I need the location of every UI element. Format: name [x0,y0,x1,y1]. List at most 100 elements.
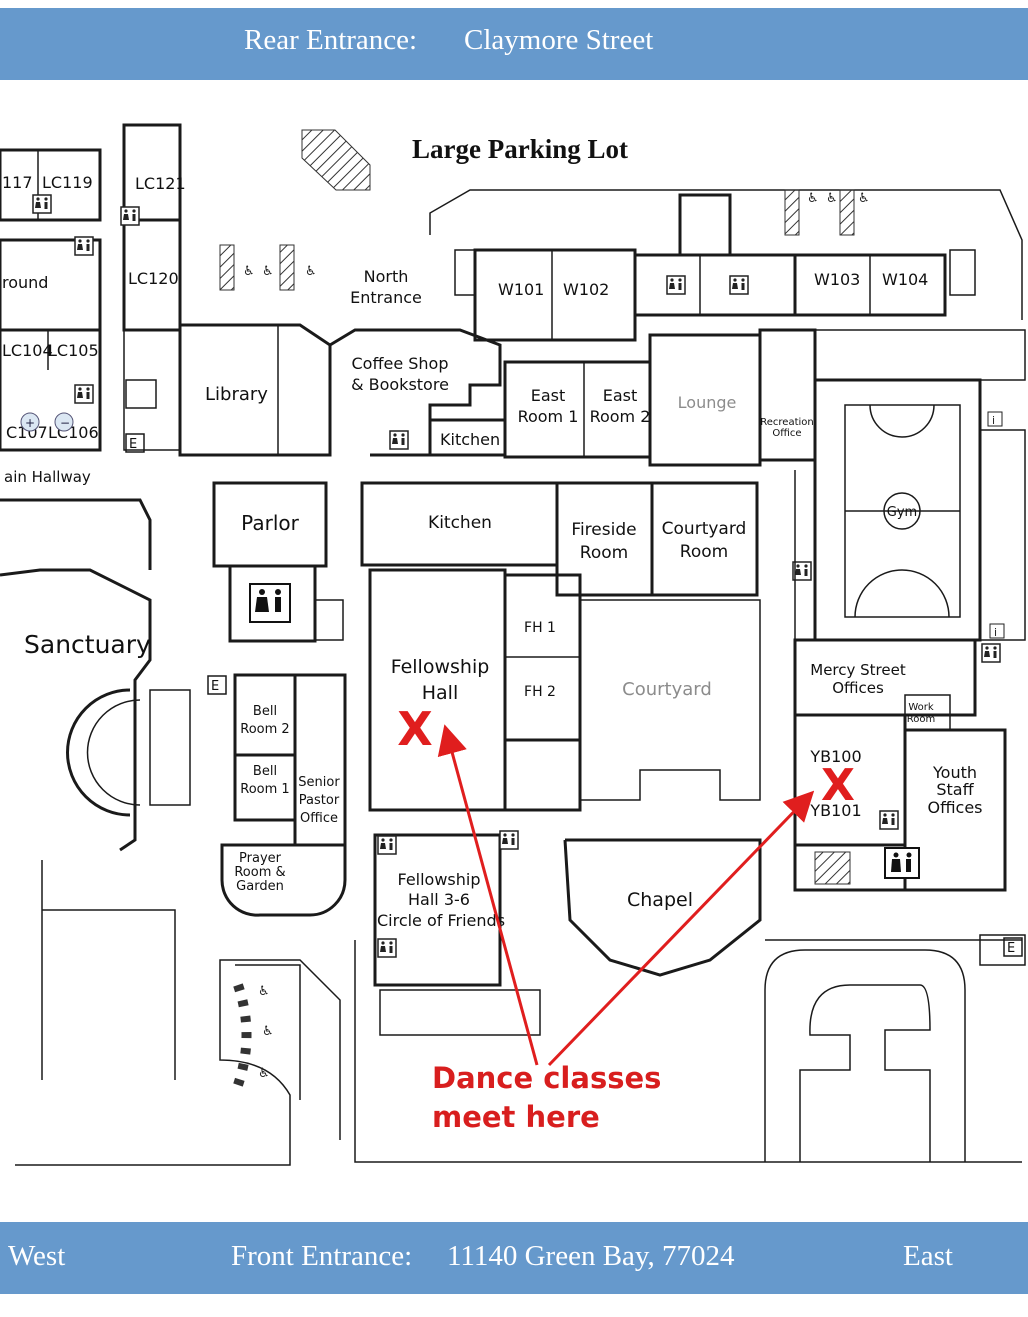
restroom-icon [377,835,397,855]
south-central-block: Fellowship Hall 3-6 Circle of Friends Ch… [373,830,762,1036]
restroom-icon [377,938,397,958]
room-lc119: LC119 [42,173,93,192]
svg-text:♿: ♿ [305,264,317,279]
room-kitchen-main: Kitchen [428,513,492,533]
fellowship-hall-label-2: Hall [422,682,459,704]
room-kitchen-north: Kitchen [440,430,500,449]
rear-entrance-street: Claymore Street [464,24,654,56]
room-w101: W101 [498,280,544,299]
sanctuary: Sanctuary E [0,498,227,1080]
yb-room-x-marker: X [821,760,855,811]
dance-class-markers: X X Dance classes meet here [397,702,855,1134]
arrow-to-fellowship-hall [437,724,539,1066]
room-w102: W102 [563,280,609,299]
courtyard-label: Courtyard [622,679,712,700]
north-central-block: Library North Entrance Coffee Shop & Boo… [178,267,507,457]
restroom-icon [74,384,94,404]
arrow-to-yb-rooms [547,790,815,1067]
mercy-youth-block: Mercy Street Offices Work Room YB100 YB1… [793,638,1026,966]
youth-staff-label-2: Staff [936,780,974,799]
svg-text:♿: ♿ [262,264,274,279]
parking-space-hatch [839,189,855,236]
restroom-icon [389,430,409,450]
accessible-parking-icon: ♿♿♿ [258,984,274,1081]
zoom-in-icon[interactable]: + [20,412,40,432]
bell-room-1-label-1: Bell [253,764,277,779]
info-icon: i [987,411,1003,427]
bell-room-block: Bell Room 2 Bell Room 1 Senior Pastor Of… [220,673,347,917]
east-room-2-label-2: Room 2 [590,407,651,426]
room-yb100: YB100 [809,747,861,766]
front-entrance-banner: West Front Entrance: 11140 Green Bay, 77… [0,1222,1028,1294]
restroom-icon [879,810,899,830]
restroom-icon [884,847,920,879]
room-background: round [2,273,48,292]
fireside-room-label-1: Fireside [571,520,636,540]
svg-text:−: − [60,416,70,430]
room-fh2: FH 2 [524,684,556,700]
east-room-2-label-1: East [603,386,638,405]
church-floor-map: Large Parking Lot ♿ ♿ ♿ ♿ ♿ ♿ E 117 LC119 LC… [0,123,1026,1166]
room-yb101: YB101 [809,801,861,820]
recreation-office-label-2: Office [772,428,801,439]
west-wing: E 117 LC119 LC121 LC120 round LC104 LC10… [0,123,186,486]
elevator-icon [1003,937,1023,957]
senior-pastor-label-2: Pastor [299,793,340,808]
accessible-parking-icon: ♿ ♿ ♿ [807,191,870,206]
senior-pastor-label-1: Senior [298,775,340,790]
senior-pastor-label-3: Office [300,811,338,826]
fellowship-hall-label-1: Fellowship [391,656,490,678]
parlor-block: Parlor [212,481,344,643]
work-room-label-1: Work [908,702,934,713]
svg-text:♿: ♿ [258,1066,270,1081]
elevator-label: E [1007,941,1015,956]
svg-text:♿: ♿ [243,264,255,279]
mercy-street-label-2: Offices [832,679,884,697]
fireside-room-label-2: Room [580,543,628,563]
prayer-room-label-1: Prayer [239,851,282,866]
restroom-icon [120,206,140,226]
parking-hatch [301,129,371,191]
room-lc105: LC105 [48,341,99,360]
front-entrance-address: 11140 Green Bay, 77024 [447,1240,735,1272]
mercy-street-label-1: Mercy Street [810,661,906,679]
elevator-label: E [211,679,219,694]
room-w103: W103 [814,270,860,289]
fellowship-hall-x-marker: X [397,702,432,756]
prayer-room-label-3: Garden [236,879,284,894]
north-entrance-label-1: North [364,267,409,286]
svg-text:♿: ♿ [258,984,270,999]
coffee-shop-label-2: & Bookstore [351,375,449,394]
dance-classes-callout-line2: meet here [432,1100,600,1134]
restroom-icon [249,583,291,623]
svg-text:♿: ♿ [826,191,838,206]
north-wing-w-rooms: W101 W102 W103 W104 [454,193,976,342]
parking-lot-label: Large Parking Lot [412,134,628,164]
svg-text:♿: ♿ [807,191,819,206]
recreation-office-label-1: Recreation [760,417,813,428]
room-lc121: LC121 [135,174,186,193]
room-gym: Gym [887,505,917,520]
zoom-out-icon[interactable]: − [54,412,74,432]
room-library: Library [205,384,268,405]
elevator-label: E [129,437,137,452]
room-lc117: 117 [2,173,33,192]
elevator-icon [207,675,227,695]
parking-space-hatch [219,244,235,291]
rear-entrance-banner: Rear Entrance: Claymore Street [0,8,1028,80]
room-sanctuary: Sanctuary [24,630,151,659]
front-drives: ♿♿♿ [15,939,1022,1166]
fh36-label-2: Hall 3-6 [408,890,470,909]
prayer-room-label-2: Room & [234,865,285,880]
elevator-icon [125,433,145,453]
youth-staff-label-1: Youth [932,763,977,782]
bell-room-1-label-2: Room 1 [240,782,289,797]
work-room-label-2: Room [907,714,935,725]
svg-text:♿: ♿ [858,191,870,206]
coffee-shop-label-1: Coffee Shop [352,354,449,373]
fh36-label-3: Circle of Friends [377,911,505,930]
bell-room-2-label-1: Bell [253,704,277,719]
parking-lot-edge [429,189,1023,320]
restroom-icon [981,643,1001,663]
svg-text:+: + [25,416,35,430]
